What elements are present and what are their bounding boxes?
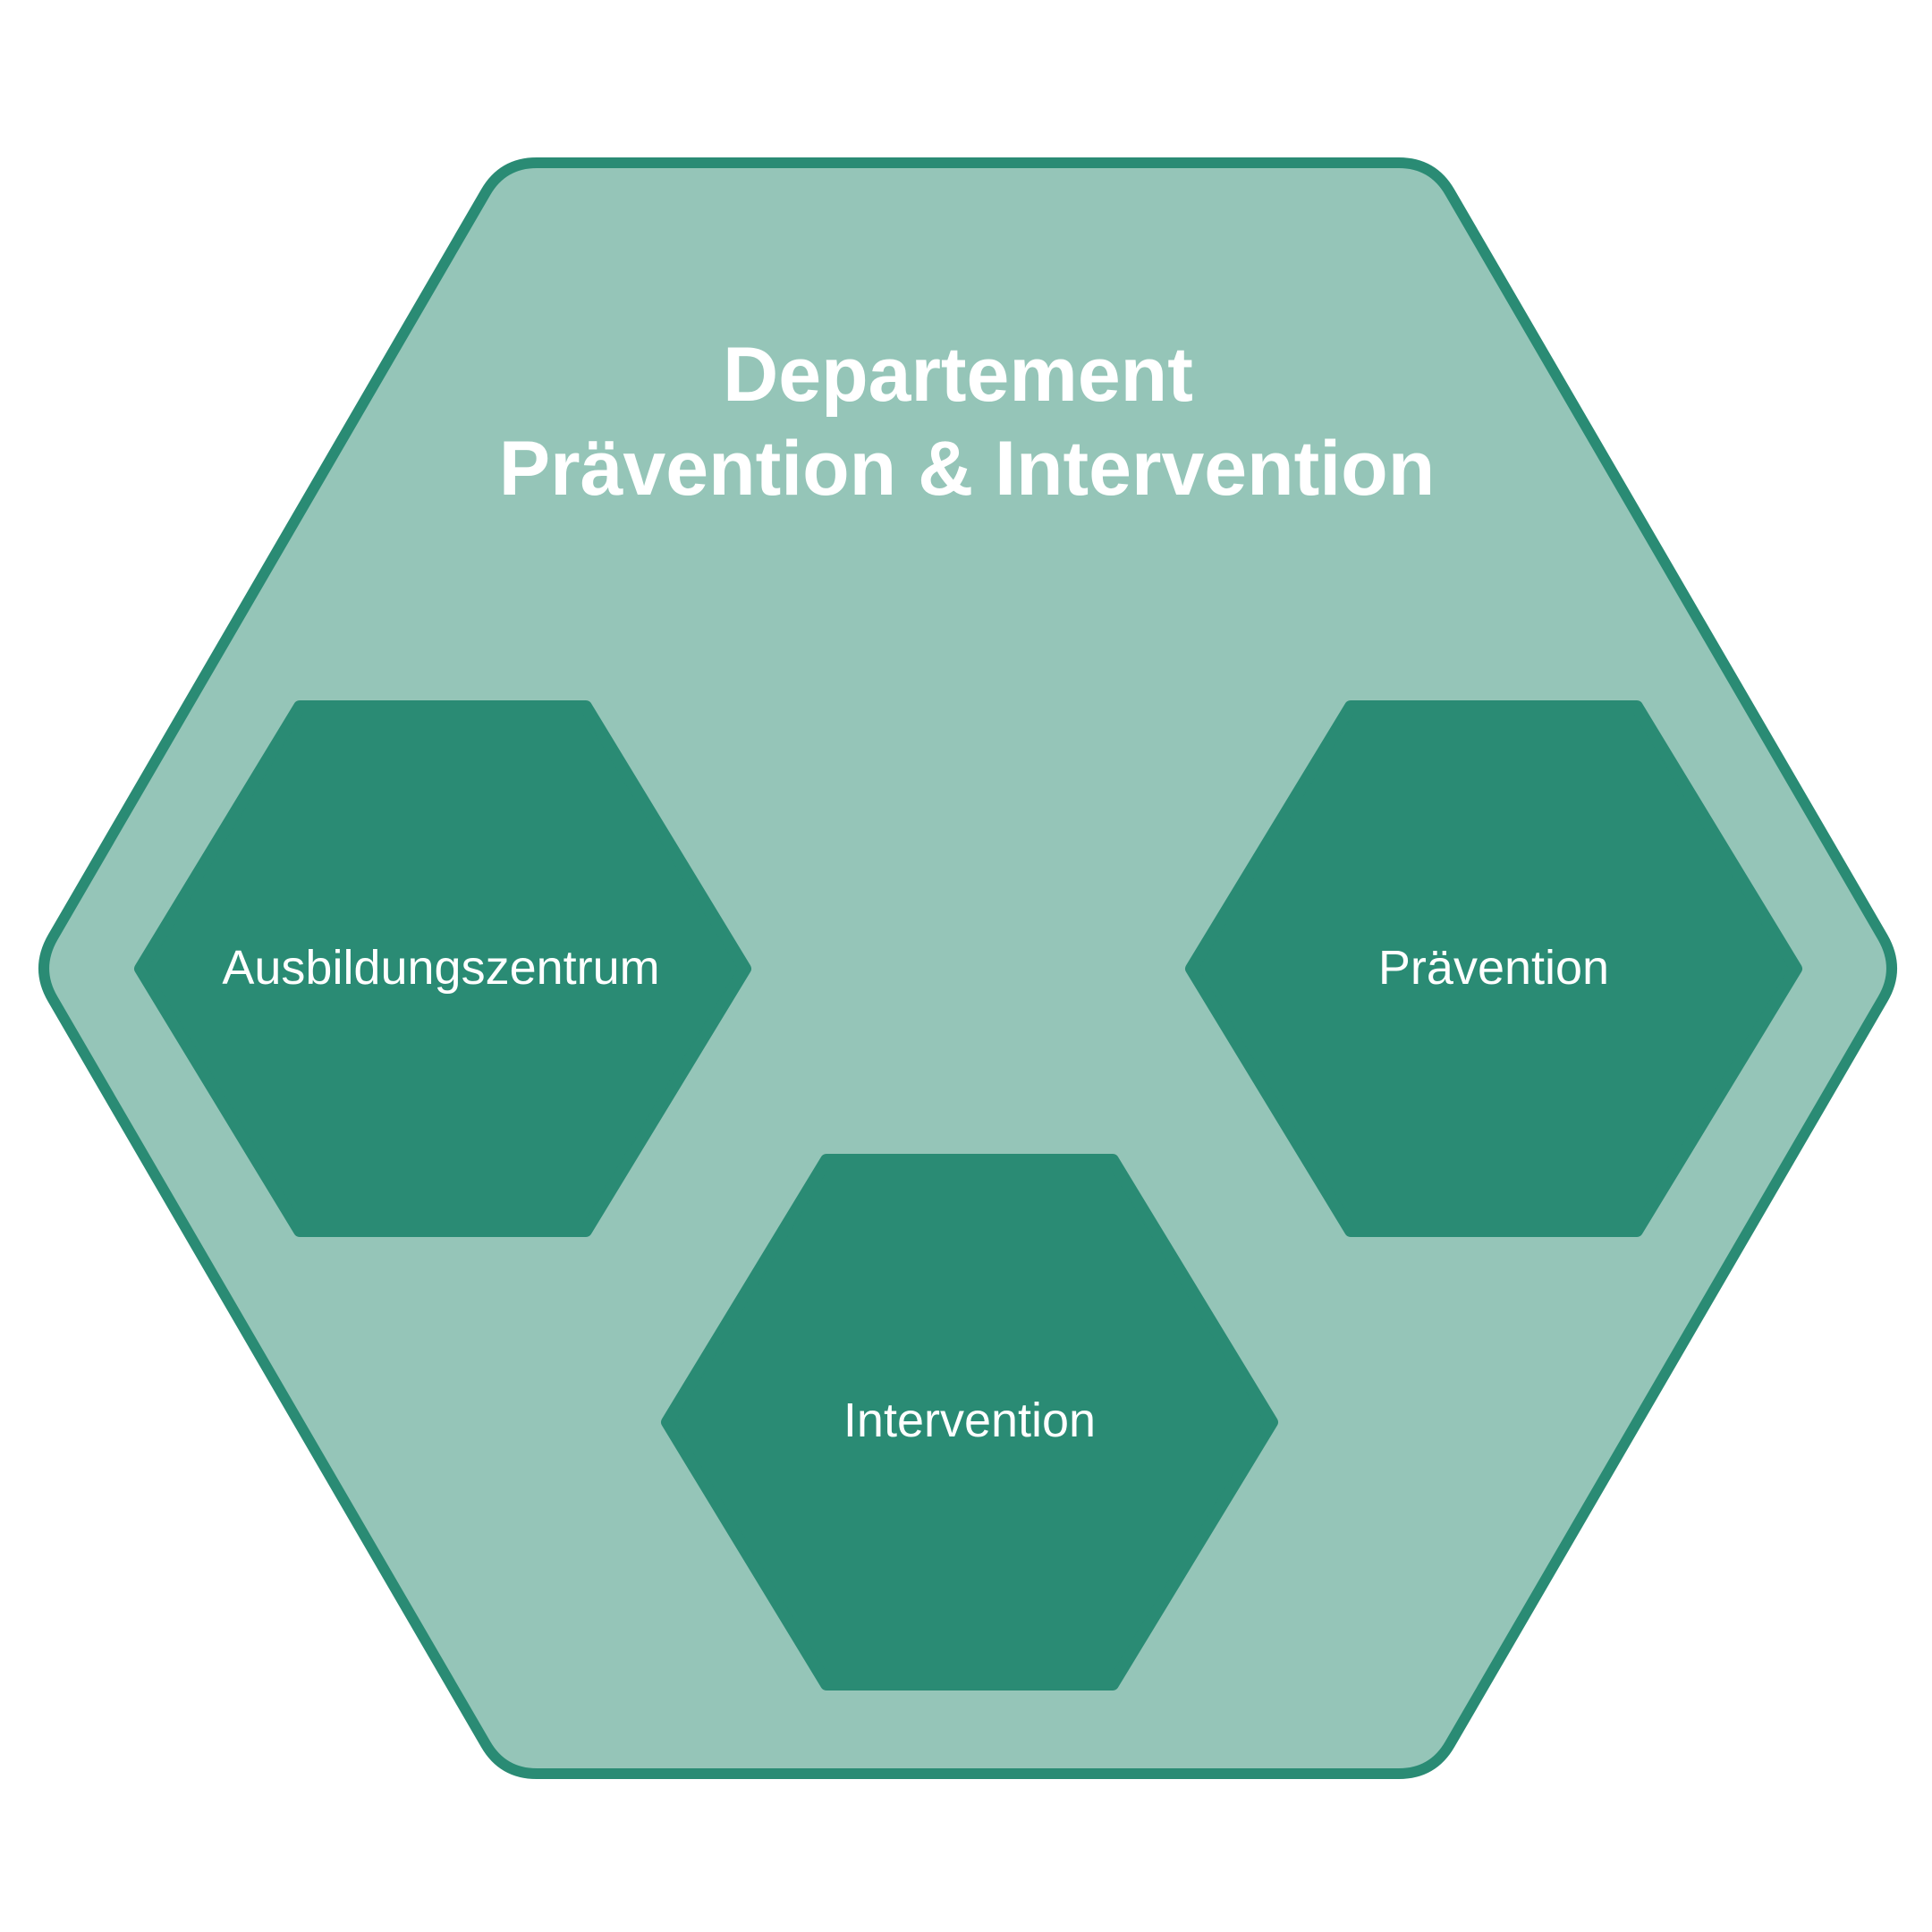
unit-hexagon-intervention: Intervention <box>661 1154 1278 1690</box>
unit-label-intervention: Intervention <box>843 1394 1096 1447</box>
department-title-line-1: Departement <box>723 332 1193 418</box>
hexagon-shape <box>661 1154 1278 1690</box>
hexagon-shape <box>1185 700 1802 1237</box>
department-hexagon <box>38 157 1897 1779</box>
department-title-line-2: Prävention & Intervention <box>499 426 1436 512</box>
hexagon-shape <box>134 700 751 1237</box>
unit-label-ausbildungszentrum: Ausbildungszentrum <box>222 941 659 995</box>
unit-hexagon-ausbildungszentrum: Ausbildungszentrum <box>134 700 751 1237</box>
unit-hexagon-praevention: Prävention <box>1185 700 1802 1237</box>
unit-label-praevention: Prävention <box>1378 941 1609 995</box>
